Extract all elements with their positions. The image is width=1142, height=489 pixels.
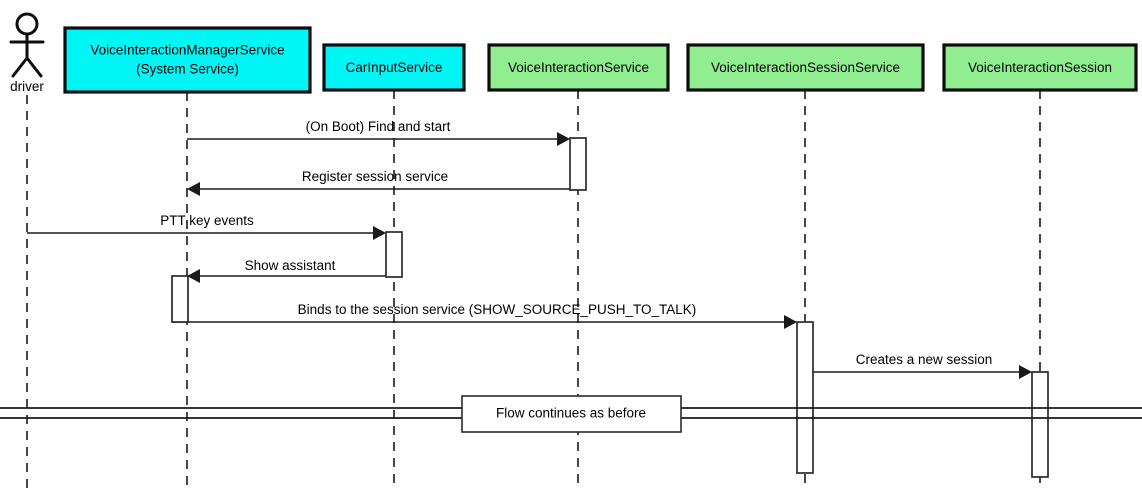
message-register-session-service[interactable]: Register session service: [187, 169, 586, 196]
note-label: Flow continues as before: [496, 406, 646, 421]
message-binds-to-the-session-service[interactable]: Binds to the session service (SHOW_SOURC…: [172, 302, 797, 329]
participant-label-line1: VoiceInteractionSession: [968, 60, 1112, 75]
participant-voiceinteractionsessionservice[interactable]: VoiceInteractionSessionService: [686, 43, 925, 92]
participant-voiceinteractionsession[interactable]: VoiceInteractionSession: [942, 43, 1138, 92]
participant-label-line1: VoiceInteractionManagerService: [90, 43, 284, 58]
stick-figure-leg-left-icon: [11, 56, 29, 78]
message-label: (On Boot) Find and start: [306, 119, 451, 134]
participant-label-line1: VoiceInteractionService: [508, 60, 649, 75]
participant-voiceinteractionservice[interactable]: VoiceInteractionService: [487, 43, 670, 92]
message-show-assistant[interactable]: Show assistant: [187, 258, 402, 283]
participant-label-line2: (System Service): [136, 62, 239, 77]
note-box-rect: [461, 395, 682, 433]
participant-box-rect: [686, 43, 925, 92]
participant-box-rect: [322, 43, 466, 92]
message-label: Register session service: [302, 169, 448, 184]
stick-figure-head-icon: [15, 12, 39, 36]
participant-box-rect: [942, 43, 1138, 92]
participant-label-line1: CarInputService: [346, 60, 443, 75]
message-arrowhead: [373, 226, 386, 240]
activation-bar-carinputservice: [385, 231, 403, 278]
activation-boxes-group: [171, 137, 1049, 478]
message-arrowhead: [784, 315, 797, 329]
participant-voiceinteractionmanagerservice[interactable]: VoiceInteractionManagerService (System S…: [63, 26, 312, 94]
message-arrowhead: [1019, 365, 1032, 379]
participant-boxes-group: VoiceInteractionManagerService (System S…: [63, 26, 1138, 94]
delay-divider: [0, 407, 1142, 419]
message-creates-a-new-session[interactable]: Creates a new session: [813, 352, 1032, 379]
stick-figure-leg-right-icon: [25, 56, 43, 78]
message-arrowhead: [187, 269, 200, 283]
activation-bar-voiceinteractionsessionservice: [796, 321, 814, 474]
participant-box-rect: [63, 26, 312, 94]
note-flow-continues-as-before[interactable]: Flow continues as before: [461, 395, 682, 433]
participant-box-rect: [487, 43, 670, 92]
participant-carinputservice[interactable]: CarInputService: [322, 43, 466, 92]
message-on-boot-find-and-start[interactable]: (On Boot) Find and start: [187, 119, 570, 146]
messages-group: (On Boot) Find and start Register sessio…: [27, 119, 1032, 379]
message-ptt-key-events[interactable]: PTT key events: [27, 213, 386, 240]
message-label: Binds to the session service (SHOW_SOURC…: [298, 302, 697, 317]
driver-actor[interactable]: driver: [9, 12, 45, 94]
activation-bar-voiceinteractionsession: [1031, 371, 1049, 478]
message-label: PTT key events: [160, 213, 254, 228]
message-arrowhead: [557, 132, 570, 146]
activation-bar-voiceinteractionservice: [569, 137, 587, 191]
message-arrowhead: [187, 182, 200, 196]
activation-bar-voiceinteractionmanagerservice: [171, 275, 189, 323]
message-label: Show assistant: [245, 258, 336, 273]
driver-actor-label: driver: [10, 79, 44, 94]
participant-label-line1: VoiceInteractionSessionService: [711, 60, 900, 75]
message-label: Creates a new session: [856, 352, 993, 367]
